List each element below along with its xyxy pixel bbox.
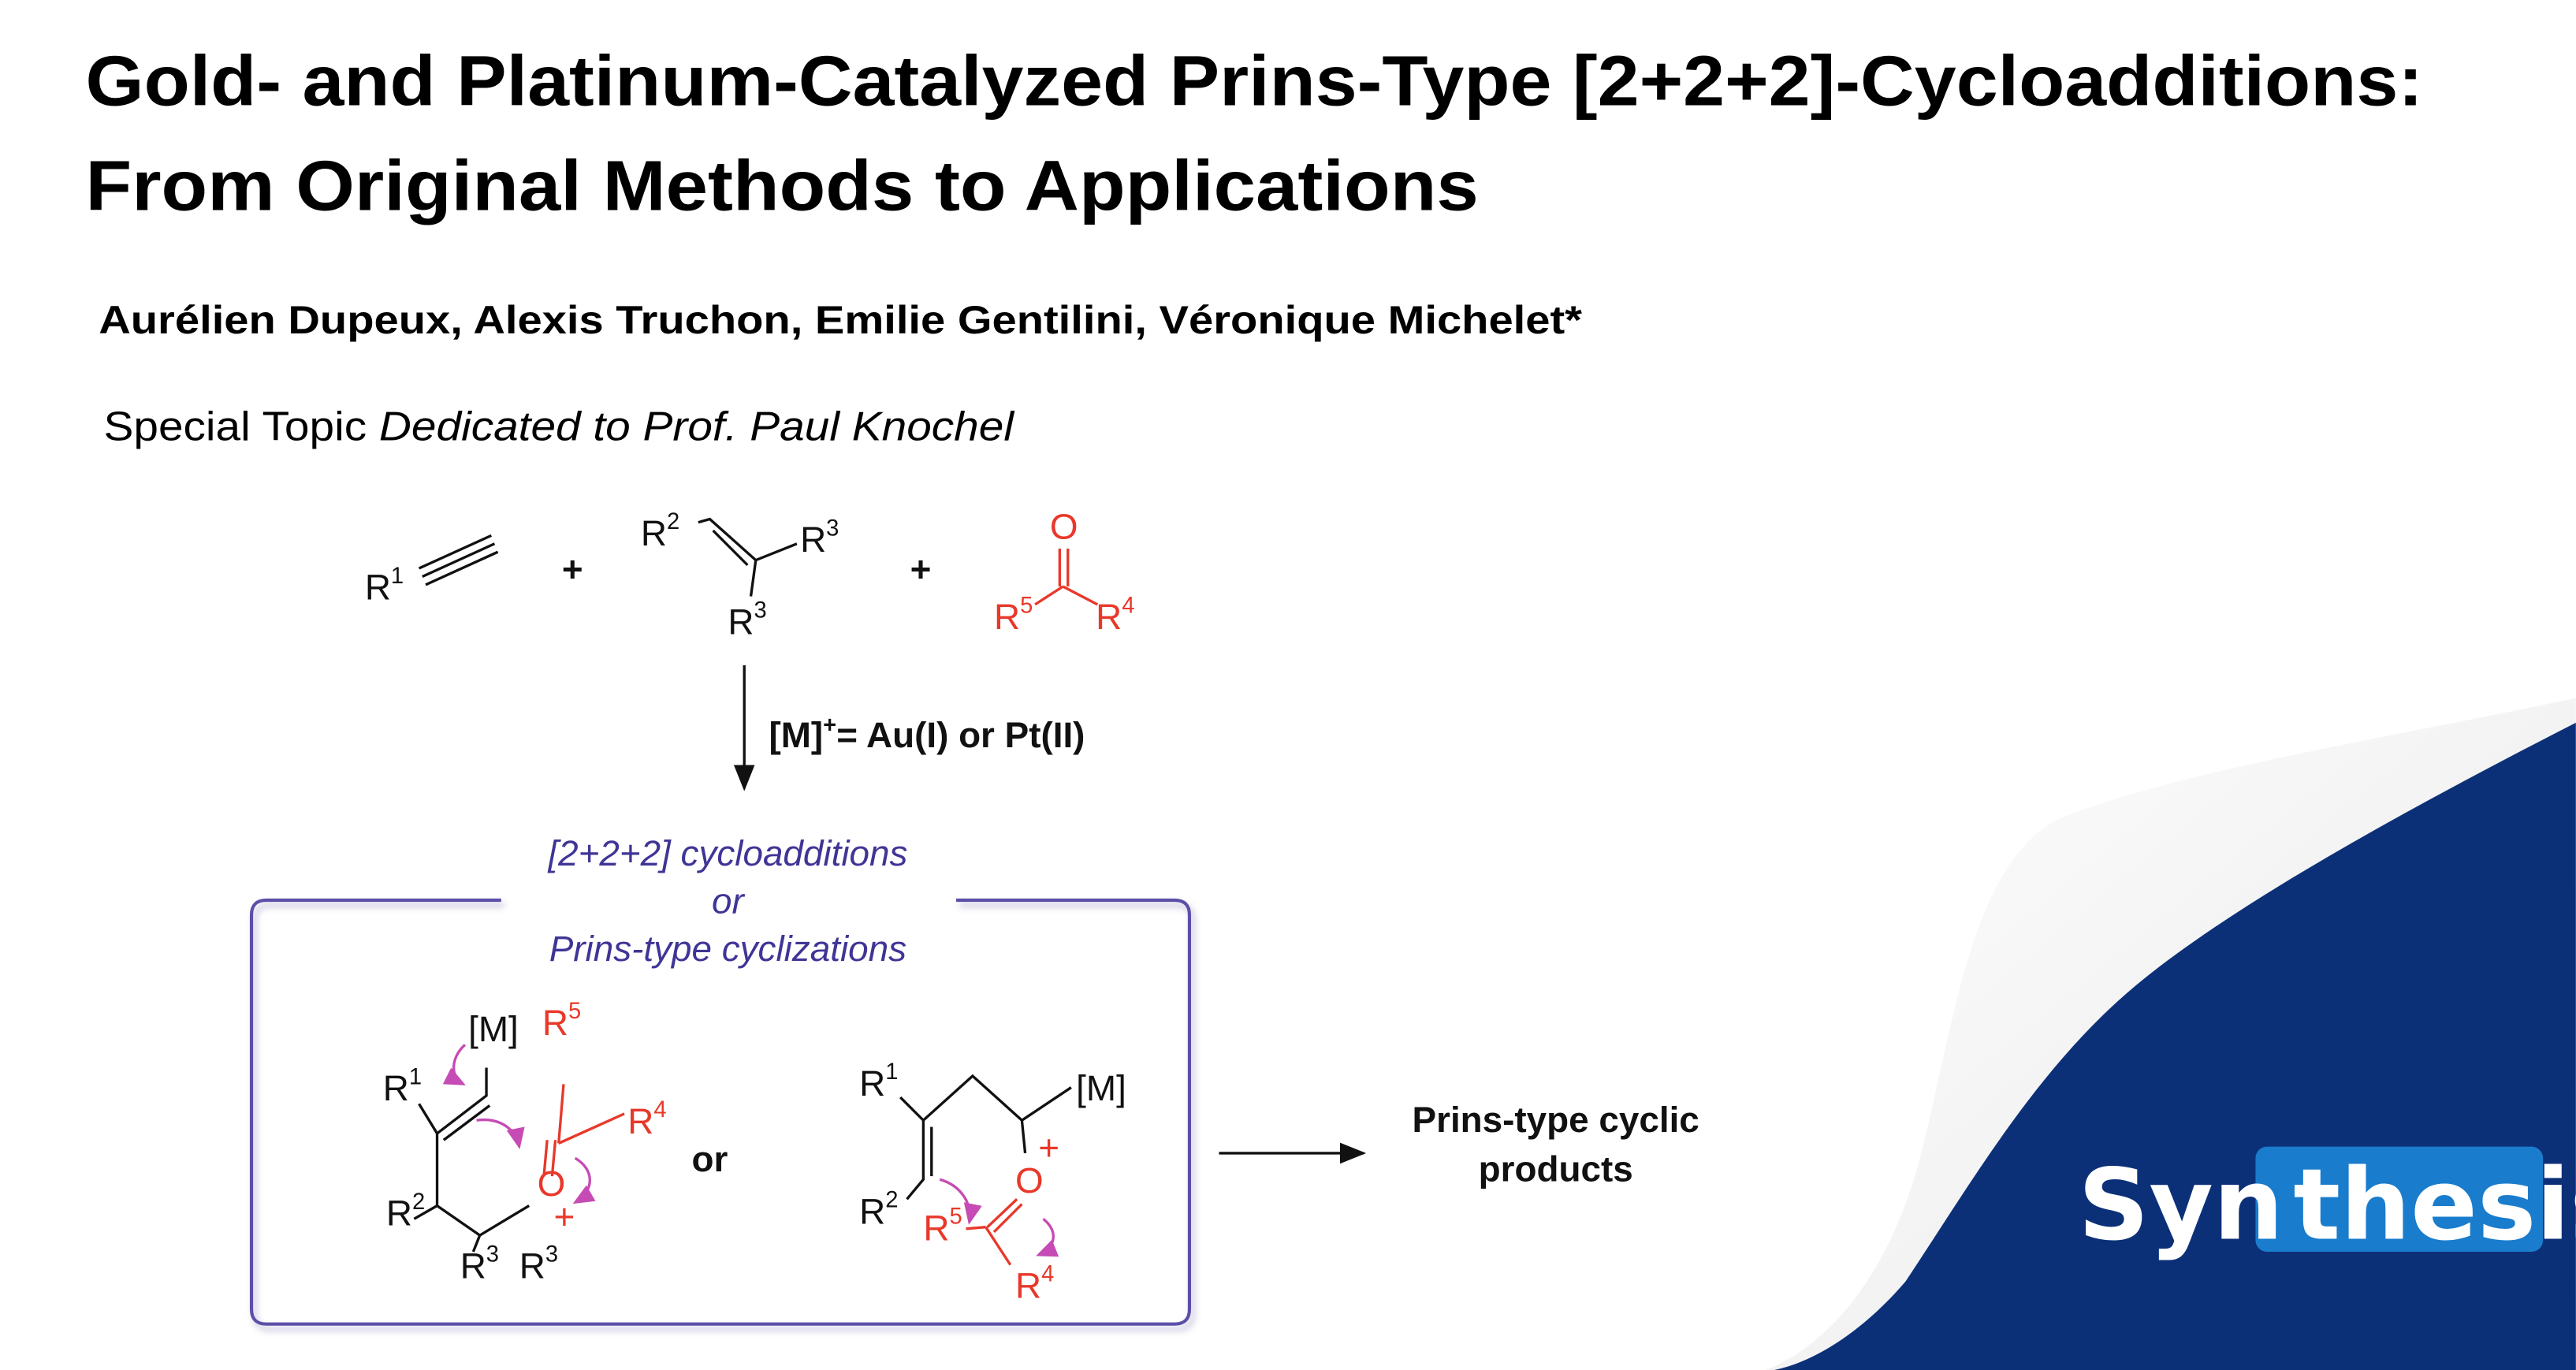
box-heading-2: or	[712, 881, 745, 921]
synthesis-logo: Synthesis	[1766, 698, 2576, 1370]
left-intermediate: [M] R1 R5 R4 R2 O + R3 R3	[383, 999, 667, 1286]
svg-text:R2: R2	[641, 509, 679, 553]
logo-syn: Syn	[2078, 1148, 2284, 1262]
svg-text:R1: R1	[859, 1059, 898, 1104]
authors: Aurélien Dupeux, Alexis Truchon, Emilie …	[99, 298, 1582, 342]
sup: 1	[391, 564, 404, 589]
label: R	[365, 568, 391, 608]
svg-text:R3: R3	[728, 598, 766, 642]
svg-text:R5: R5	[923, 1204, 962, 1249]
svg-text:R2: R2	[859, 1188, 898, 1232]
plus-sign: +	[562, 549, 583, 590]
svg-text:R1: R1	[365, 564, 404, 608]
logo-thesis: thesis	[2293, 1148, 2576, 1262]
svg-text:[M]: [M]	[1076, 1068, 1126, 1108]
svg-text:R3: R3	[519, 1242, 558, 1286]
alkyne-reactant: R1	[365, 534, 499, 608]
title-line-1: Gold- and Platinum-Catalyzed Prins-Type …	[86, 41, 2423, 120]
carbonyl-reactant: O R5 R4	[994, 507, 1135, 638]
box-heading-1: [2+2+2] cycloadditions	[547, 833, 907, 873]
svg-text:+: +	[553, 1197, 575, 1237]
svg-text:R3: R3	[800, 516, 839, 560]
svg-text:R5: R5	[542, 999, 581, 1043]
special-topic: Special Topic Dedicated to Prof. Paul Kn…	[103, 404, 1014, 449]
catalyst-label: [M]+= Au(I) or Pt(II)	[769, 713, 1085, 755]
svg-text:O: O	[1015, 1160, 1044, 1201]
right-intermediate: R1 [M] O + R2 R5 R4	[859, 1059, 1126, 1305]
svg-text:R4: R4	[1096, 593, 1134, 637]
topic-dedication: Dedicated to Prof. Paul Knochel	[379, 404, 1015, 449]
topic-prefix: Special Topic	[103, 404, 378, 449]
svg-text:R2: R2	[386, 1189, 425, 1234]
box-heading-3: Prins-type cyclizations	[549, 929, 906, 969]
svg-text:R4: R4	[627, 1097, 666, 1141]
logo-highlight-box	[2255, 1146, 2544, 1252]
alkene-reactant: R2 R3 R3	[641, 509, 839, 642]
products-line-1: Prins-type cyclic	[1413, 1100, 1699, 1140]
logo-text: Synthesis	[2078, 1148, 2576, 1262]
svg-text:R1: R1	[383, 1064, 422, 1108]
svg-text:R4: R4	[1015, 1261, 1054, 1305]
plus-sign: +	[910, 549, 932, 590]
title-line-2: From Original Methods to Applications	[86, 147, 1479, 225]
mechanism-box	[249, 898, 1192, 1326]
svg-text:+: +	[1038, 1127, 1059, 1167]
products-line-2: products	[1479, 1148, 1633, 1189]
svg-text:[M]: [M]	[468, 1009, 519, 1049]
svg-text:R3: R3	[460, 1242, 499, 1286]
svg-text:O: O	[1050, 507, 1078, 547]
or-label: or	[692, 1139, 728, 1179]
svg-text:R5: R5	[994, 593, 1033, 637]
